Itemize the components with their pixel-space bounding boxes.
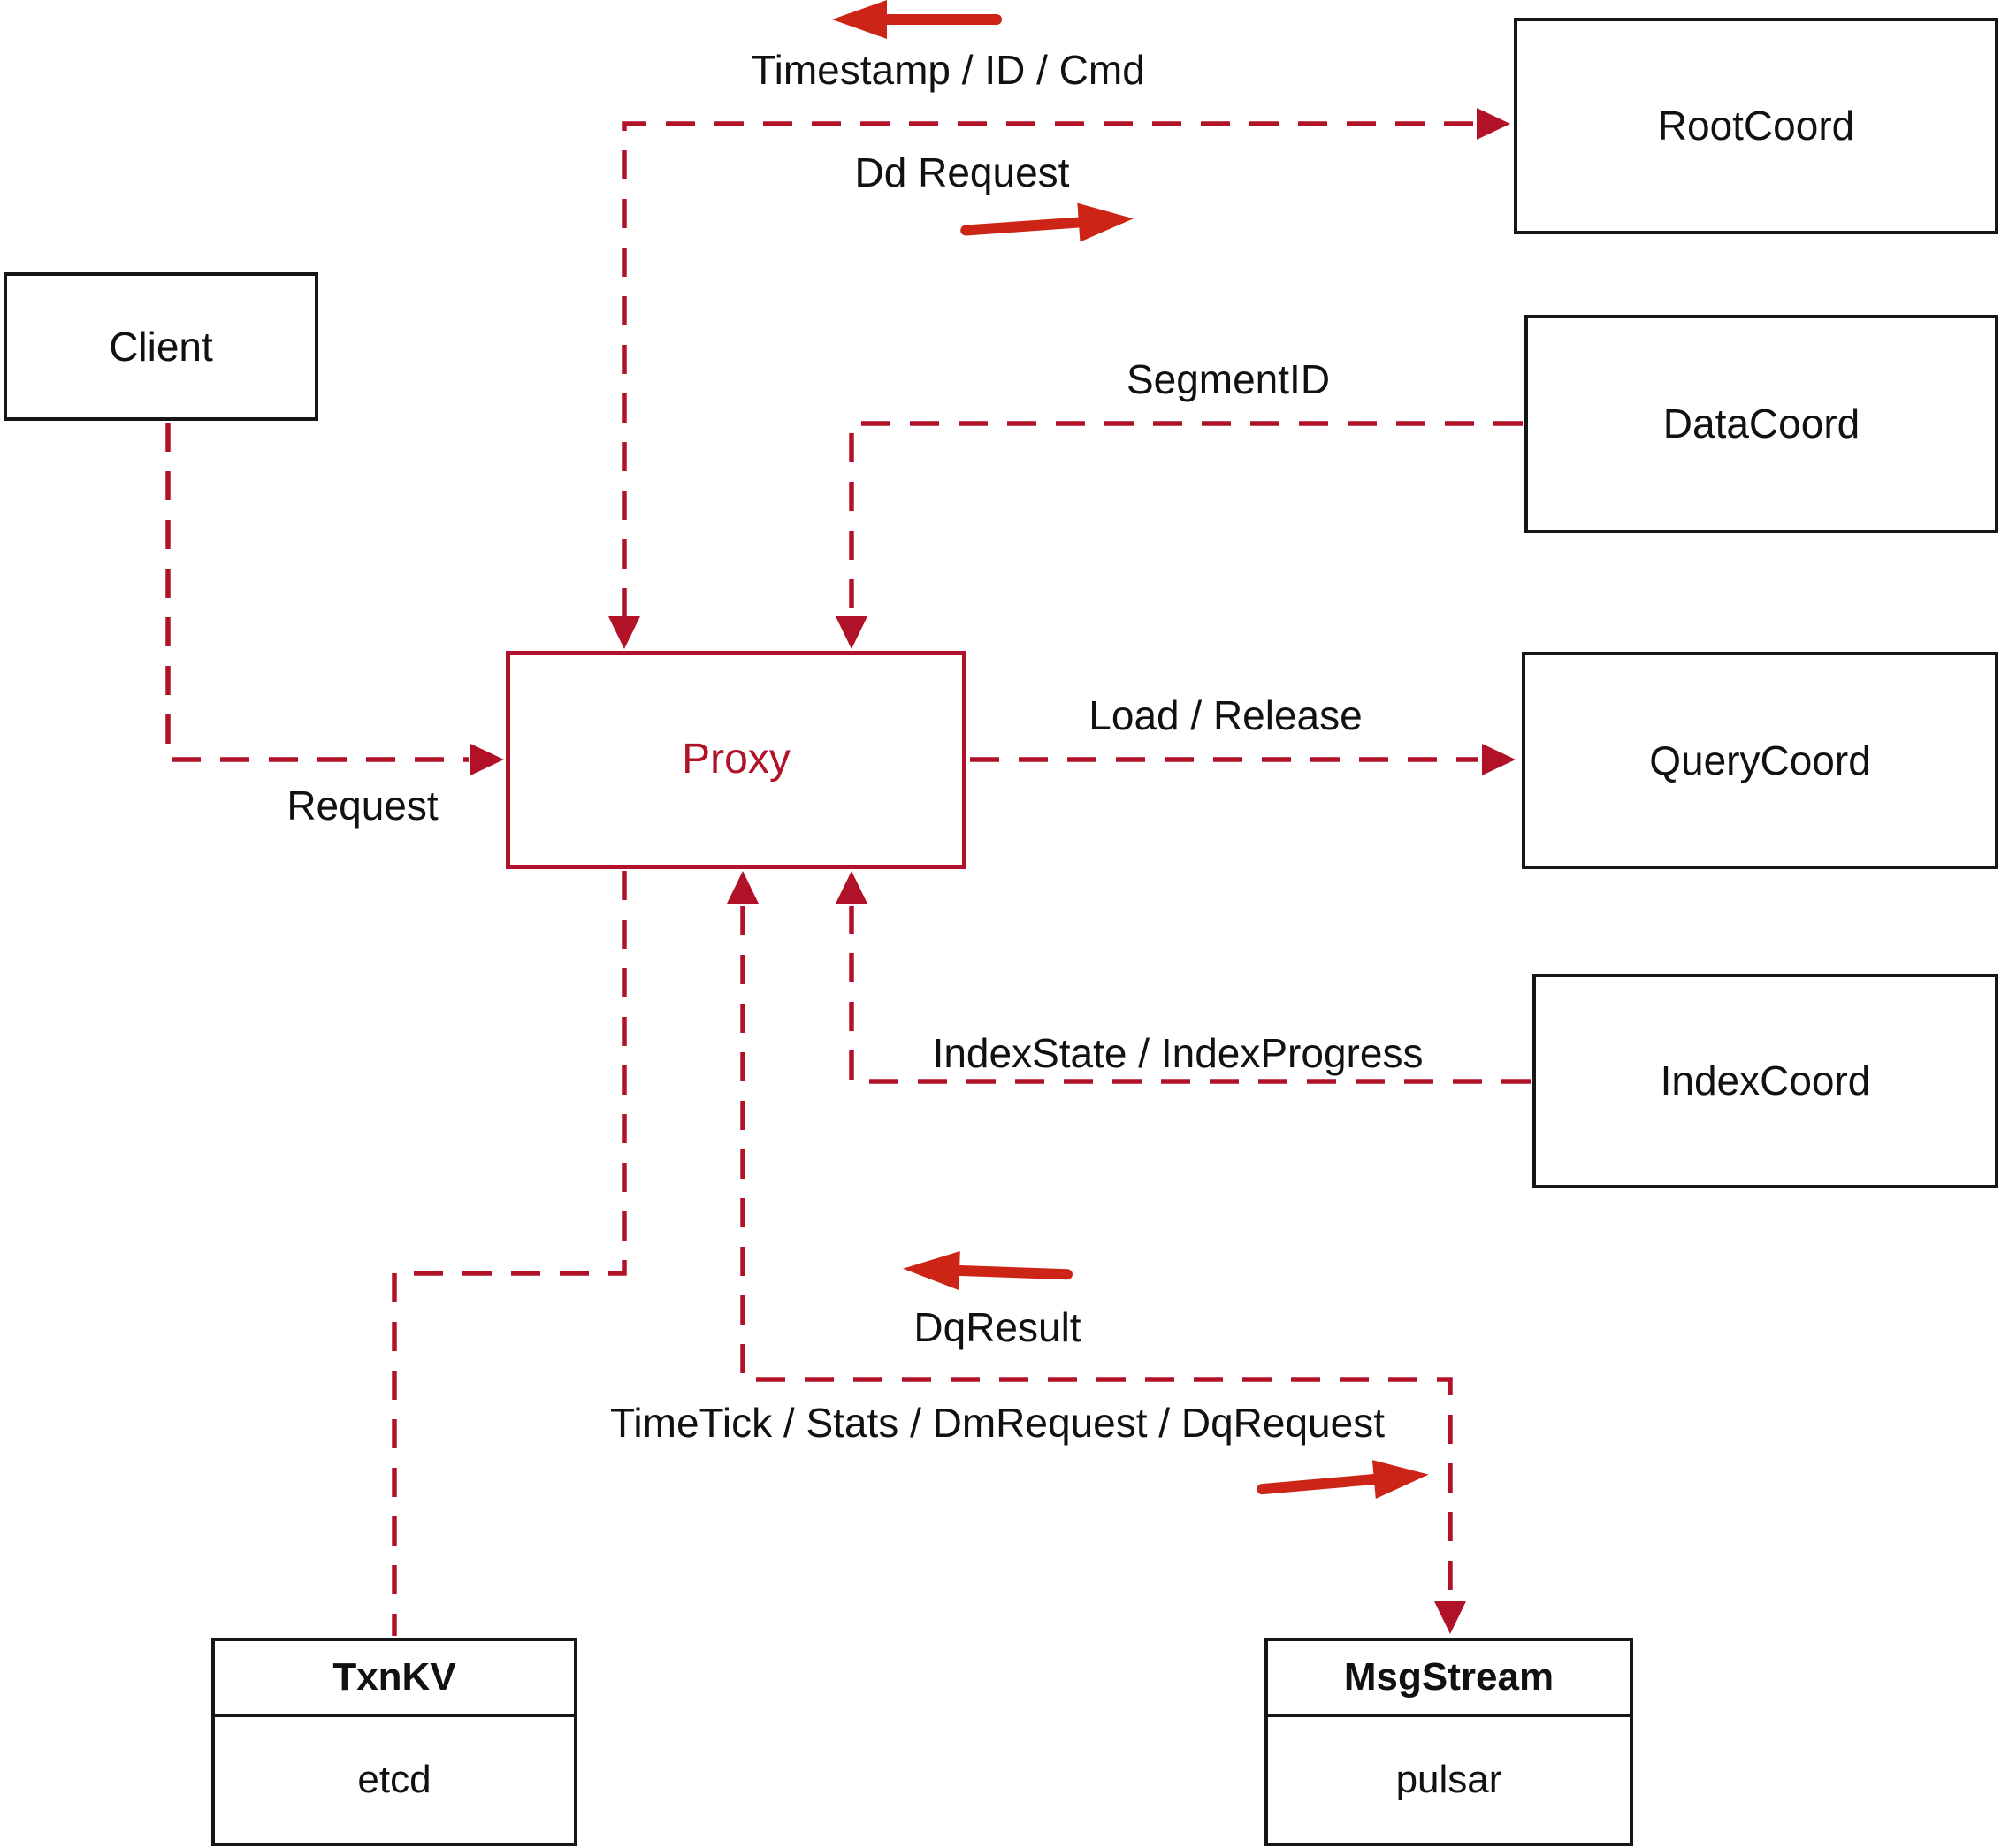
arrowhead-into-proxy-top-right bbox=[836, 616, 867, 649]
direction-arrow-timetick-right bbox=[1257, 1460, 1429, 1499]
connector-indexcoord-proxy bbox=[836, 871, 1531, 1084]
node-msgstream-title: MsgStream bbox=[1268, 1641, 1630, 1717]
connector-client-proxy bbox=[165, 423, 504, 775]
connector-proxy-msgstream-line bbox=[740, 906, 1453, 1597]
node-querycoord-label: QueryCoord bbox=[1649, 737, 1871, 783]
connector-proxy-rootcoord bbox=[608, 108, 1510, 649]
edge-label-timestamp-id-cmd: Timestamp / ID / Cmd bbox=[751, 47, 1145, 93]
node-client-label: Client bbox=[109, 323, 213, 370]
node-indexcoord-label: IndexCoord bbox=[1660, 1058, 1871, 1104]
arrowhead-into-rootcoord bbox=[1477, 108, 1510, 140]
arrowhead-into-msgstream bbox=[1434, 1601, 1466, 1634]
connector-proxy-msgstream bbox=[727, 871, 1466, 1634]
connector-proxy-querycoord bbox=[970, 744, 1516, 775]
direction-arrow-timestamp-left bbox=[832, 0, 1002, 39]
node-indexcoord: IndexCoord bbox=[1532, 974, 1998, 1188]
node-txnkv-subtitle: etcd bbox=[357, 1758, 432, 1801]
direction-arrow-ddrequest-right bbox=[960, 202, 1134, 242]
arrowhead-into-proxy-top-left bbox=[608, 616, 640, 649]
direction-arrow-timetick-right-shaft bbox=[1257, 1474, 1379, 1495]
direction-arrow-ddrequest-right-head bbox=[1077, 202, 1134, 242]
edge-label-segment-id: SegmentID bbox=[1126, 356, 1331, 402]
direction-arrow-timestamp-left-head bbox=[832, 0, 887, 39]
connector-datacoord-proxy-line bbox=[849, 421, 1523, 617]
node-proxy: Proxy bbox=[506, 651, 966, 869]
connector-datacoord-proxy bbox=[836, 421, 1523, 649]
node-msgstream: MsgStream pulsar bbox=[1264, 1638, 1633, 1846]
arrowhead-into-proxy-bottom-left bbox=[727, 871, 759, 904]
direction-arrow-dqresult-left-head bbox=[903, 1251, 960, 1290]
arrowhead-into-querycoord bbox=[1482, 744, 1516, 775]
edge-label-request: Request bbox=[286, 783, 439, 829]
node-datacoord: DataCoord bbox=[1524, 315, 1998, 533]
direction-arrow-timetick-right-head bbox=[1371, 1460, 1429, 1499]
arrowhead-into-proxy-left bbox=[470, 744, 504, 775]
connector-client-proxy-line bbox=[165, 423, 469, 762]
node-txnkv-title: TxnKV bbox=[215, 1641, 574, 1717]
direction-arrow-ddrequest-right-shaft bbox=[960, 217, 1084, 236]
arrowhead-into-proxy-bottom-right bbox=[836, 871, 867, 904]
node-datacoord-label: DataCoord bbox=[1662, 401, 1860, 447]
node-rootcoord-label: RootCoord bbox=[1657, 103, 1855, 149]
connector-indexcoord-proxy-line bbox=[849, 906, 1531, 1084]
node-proxy-label: Proxy bbox=[682, 736, 791, 783]
direction-arrow-dqresult-left bbox=[903, 1251, 1073, 1290]
node-rootcoord: RootCoord bbox=[1514, 18, 1998, 234]
node-msgstream-subtitle: pulsar bbox=[1395, 1758, 1502, 1801]
connector-proxy-txnkv-line bbox=[392, 871, 627, 1636]
node-querycoord: QueryCoord bbox=[1522, 652, 1998, 869]
direction-arrow-dqresult-left-shaft bbox=[952, 1264, 1073, 1280]
node-txnkv: TxnKV etcd bbox=[211, 1638, 577, 1846]
connector-proxy-rootcoord-line bbox=[622, 121, 1473, 617]
edge-label-time-tick: TimeTick / Stats / DmRequest / DqRequest bbox=[610, 1400, 1385, 1446]
edge-label-load-release: Load / Release bbox=[1089, 692, 1363, 738]
edge-label-index-state: IndexState / IndexProgress bbox=[932, 1030, 1424, 1076]
edge-label-dd-request: Dd Request bbox=[854, 149, 1070, 195]
node-client: Client bbox=[4, 272, 318, 421]
connector-proxy-txnkv bbox=[392, 871, 627, 1636]
edge-label-dq-result: DqResult bbox=[913, 1304, 1081, 1350]
